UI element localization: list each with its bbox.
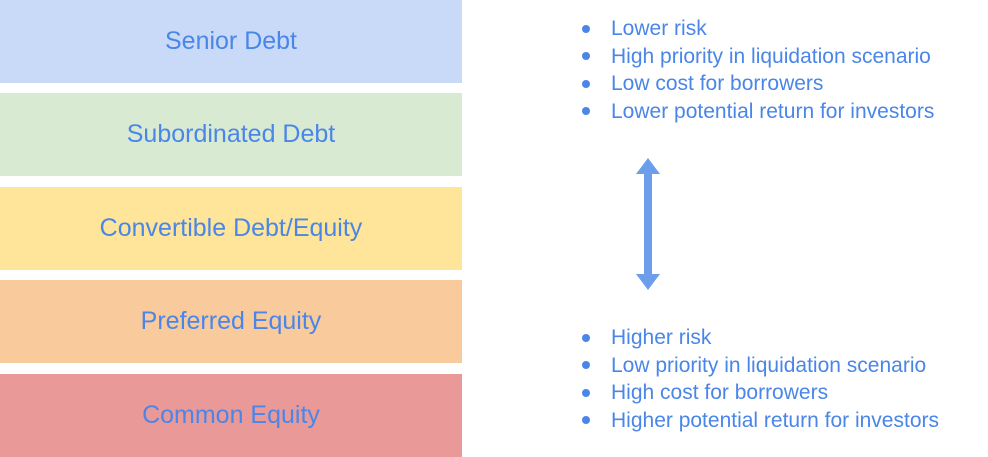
- tier-label: Subordinated Debt: [126, 120, 336, 148]
- bullet-text: Low cost for borrowers: [611, 72, 824, 95]
- tier-label: Convertible Debt/Equity: [99, 214, 363, 242]
- double-vertical-arrow-icon: [636, 158, 660, 290]
- list-item: Lower risk: [580, 15, 934, 43]
- bullet-text: High cost for borrowers: [611, 381, 829, 404]
- bullet-icon: [582, 24, 590, 33]
- arrow-shape: [636, 158, 660, 290]
- tier-convertible-debt-equity: Convertible Debt/Equity: [0, 187, 462, 270]
- tier-label: Common Equity: [142, 401, 320, 429]
- bullet-icon: [582, 333, 590, 342]
- bullet-text: Low priority in liquidation scenario: [611, 353, 927, 377]
- bullet-icon: [582, 52, 590, 61]
- low-risk-characteristics: Lower risk High priority in liquidation …: [580, 15, 934, 125]
- list-item: Low cost for borrowers: [580, 70, 934, 98]
- bullet-icon: [582, 79, 590, 88]
- bullet-icon: [582, 416, 590, 425]
- bullet-icon: [582, 388, 590, 397]
- bullet-text: Lower risk: [611, 17, 707, 40]
- high-risk-characteristics: Higher risk Low priority in liquidation …: [580, 324, 939, 434]
- bullet-icon: [582, 107, 590, 116]
- tier-label: Preferred Equity: [140, 307, 322, 335]
- tier-preferred-equity: Preferred Equity: [0, 280, 462, 363]
- tier-senior-debt: Senior Debt: [0, 0, 462, 83]
- list-item: High cost for borrowers: [580, 379, 939, 407]
- list-item: Lower potential return for investors: [580, 98, 934, 126]
- tier-label: Senior Debt: [164, 27, 298, 55]
- bullet-text: High priority in liquidation scenario: [611, 44, 931, 68]
- bullet-icon: [582, 361, 590, 370]
- bullet-text: Lower potential return for investors: [611, 99, 935, 123]
- list-item: High priority in liquidation scenario: [580, 43, 934, 71]
- bullet-text: Higher potential return for investors: [611, 408, 939, 432]
- list-item: Higher risk: [580, 324, 939, 352]
- tier-common-equity: Common Equity: [0, 374, 462, 457]
- list-item: Low priority in liquidation scenario: [580, 352, 939, 380]
- bullet-text: Higher risk: [611, 326, 712, 349]
- tier-subordinated-debt: Subordinated Debt: [0, 93, 462, 176]
- list-item: Higher potential return for investors: [580, 407, 939, 435]
